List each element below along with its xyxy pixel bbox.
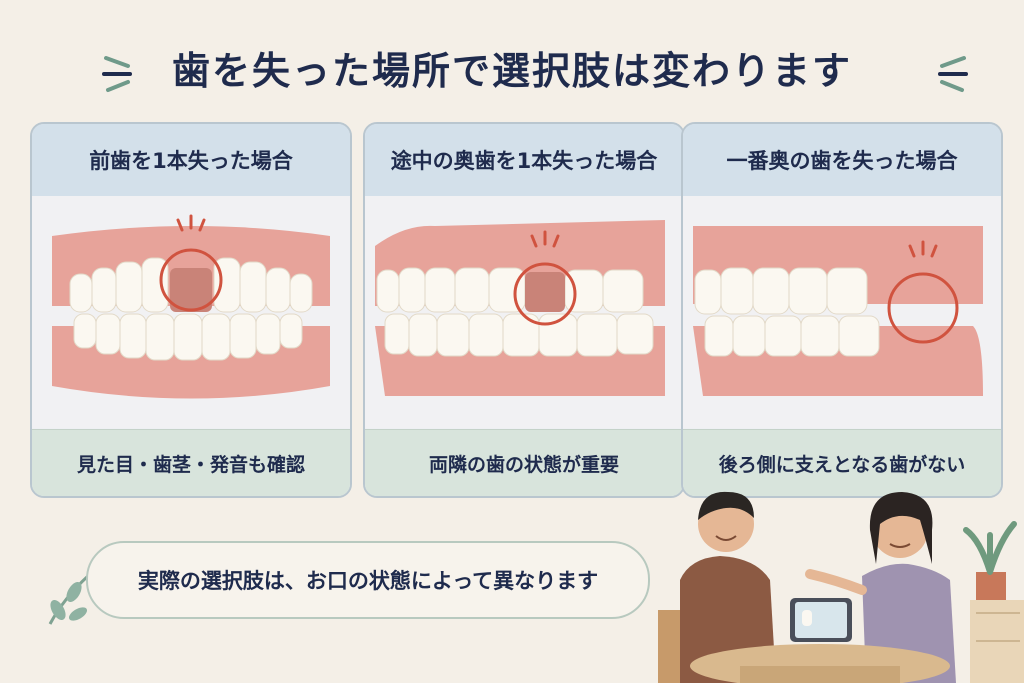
bottom-note: 実際の選択肢は、お口の状態によって異なります: [86, 541, 650, 619]
sparkle-left-icon: [102, 56, 132, 92]
card-caption: 見た目・歯茎・発音も確認: [32, 429, 350, 496]
card-heading: 一番奥の歯を失った場合: [683, 124, 1001, 197]
card-last-molar: 一番奥の歯を失った場合 後ろ側に支えとなる歯がない: [681, 122, 1003, 498]
card-caption: 後ろ側に支えとなる歯がない: [683, 429, 1001, 496]
back-molar-illustration: [683, 196, 1001, 428]
card-front-tooth: 前歯を1本失った場合 見た目・歯茎・発音も確認: [30, 122, 352, 498]
sparkle-right-icon: [938, 56, 968, 92]
card-caption: 両隣の歯の状態が重要: [365, 429, 683, 496]
card-middle-molar: 途中の奥歯を1本失った場合 両隣の歯の状態が重要: [363, 122, 685, 498]
front-teeth-illustration: [32, 196, 350, 428]
molar-teeth-illustration: [365, 196, 683, 428]
consultation-illustration: [658, 491, 1024, 683]
card-heading: 前歯を1本失った場合: [32, 124, 350, 197]
page-title: 歯を失った場所で選択肢は変わります: [171, 49, 852, 93]
leaf-decoration-icon: [48, 574, 90, 625]
card-heading: 途中の奥歯を1本失った場合: [365, 124, 683, 197]
